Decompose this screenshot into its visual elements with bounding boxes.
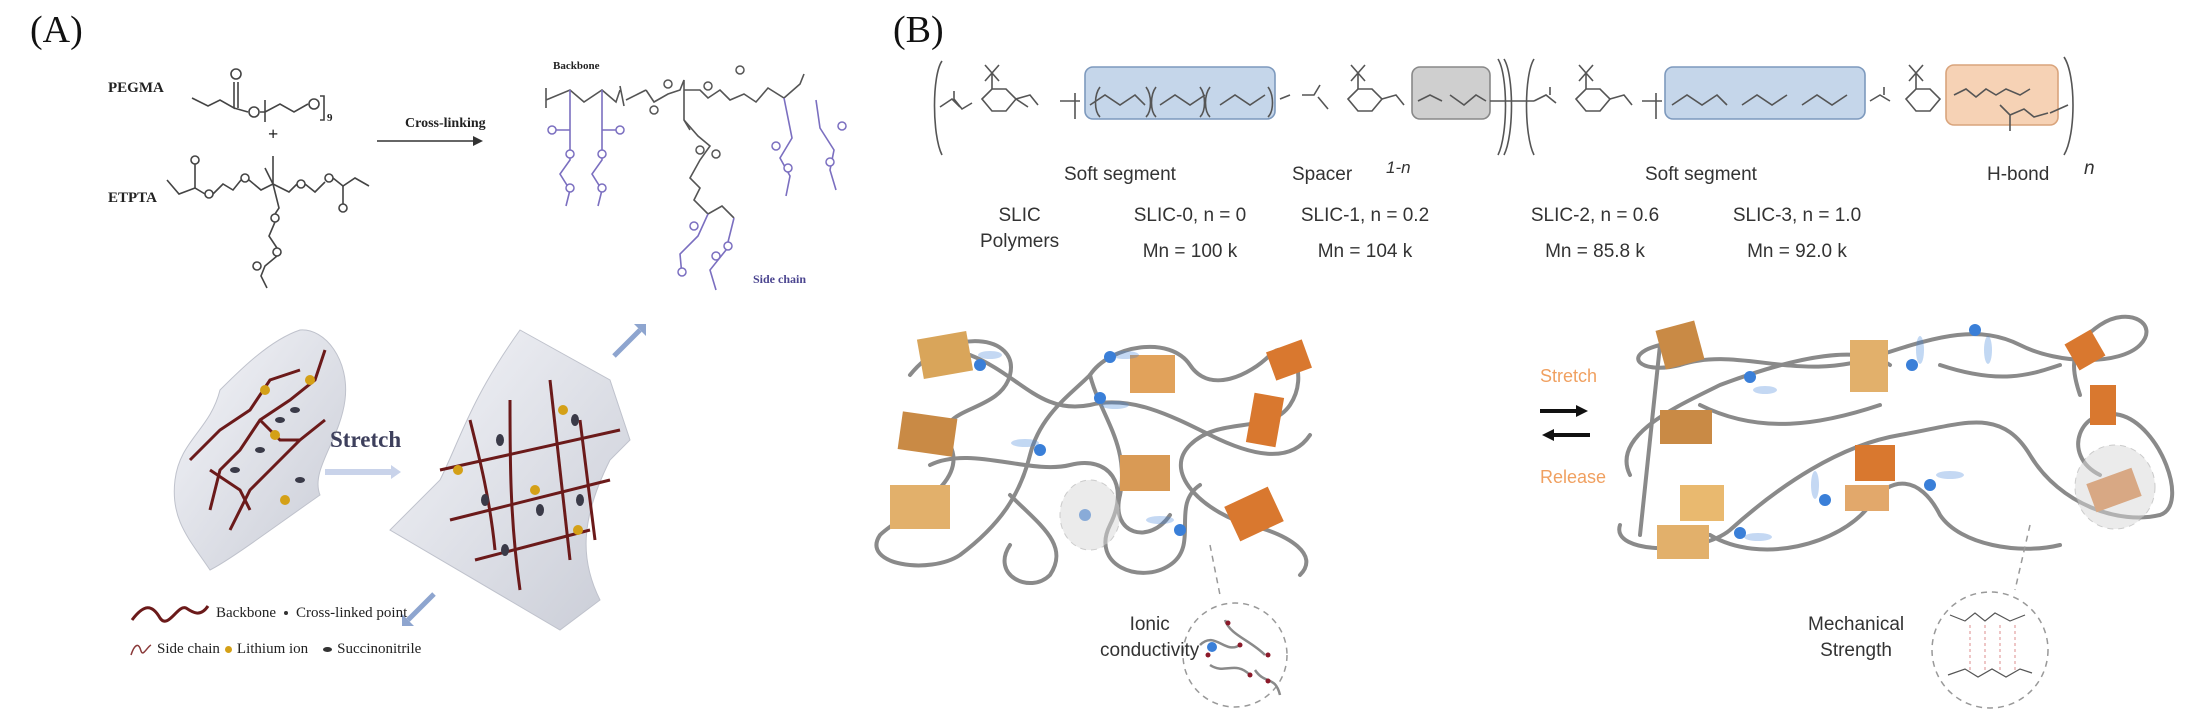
stretched-sheet-illustration xyxy=(389,329,631,631)
legend-lithium-label: Lithium ion xyxy=(236,640,309,657)
mechanical-strength-label: Mechanical Strength xyxy=(1808,612,1904,664)
side-chain-icon xyxy=(130,644,152,656)
unstretched-sheet-illustration xyxy=(173,329,347,571)
variant-slic-0: SLIC-0, n = 0 Mn = 100 k xyxy=(1115,203,1265,265)
stretch-label-a: Stretch xyxy=(330,427,402,452)
release-label: Release xyxy=(1540,467,1607,487)
variant-name: SLIC-3, n = 1.0 xyxy=(1732,205,1862,226)
variant-slic-2: SLIC-2, n = 0.6 Mn = 85.8 k xyxy=(1520,203,1670,265)
etpta-label: ETPTA xyxy=(108,190,157,206)
variant-name: SLIC-2, n = 0.6 xyxy=(1530,205,1660,226)
mechanical-line1: Mechanical xyxy=(1808,614,1905,635)
variant-mn: Mn = 92.0 k xyxy=(1747,241,1847,262)
pull-arrow-down-icon xyxy=(402,592,436,626)
variant-name: SLIC-1, n = 0.2 xyxy=(1300,205,1430,226)
unstretched-network-illustration xyxy=(874,330,1312,586)
etpta-structure xyxy=(166,155,370,289)
legend-crosslink-label: Cross-linked point xyxy=(295,604,408,621)
slic-title-line2: Polymers xyxy=(980,231,1060,252)
h-bond-label: H-bond xyxy=(1987,164,2050,185)
variant-mn: Mn = 85.8 k xyxy=(1545,241,1645,262)
variant-slic-1: SLIC-1, n = 0.2 Mn = 104 k xyxy=(1290,203,1440,265)
ionic-callout-circle xyxy=(1182,544,1288,708)
legend-a: Backbone Cross-linked point Side chain L… xyxy=(130,600,421,662)
repeat-1-minus-n: 1-n xyxy=(1386,158,1411,177)
soft-segment-label-1: Soft segment xyxy=(1064,164,1176,185)
variant-mn: Mn = 100 k xyxy=(1142,241,1238,262)
dot-icon xyxy=(283,611,288,615)
ionic-line2: conductivity xyxy=(1100,640,1200,661)
ionic-conductivity-label: Ionic conductivity xyxy=(1100,612,1199,664)
ionic-line1: Ionic xyxy=(1129,614,1170,635)
repeat-n: n xyxy=(2084,158,2095,179)
stretch-arrow-icon xyxy=(325,465,401,479)
release-left-arrow-icon xyxy=(1542,429,1590,441)
pegma-subscript: 9 xyxy=(327,112,333,124)
legend-succinonitrile-label: Succinonitrile xyxy=(337,640,422,657)
variant-mn: Mn = 104 k xyxy=(1317,241,1413,262)
backbone-wave-icon xyxy=(130,605,210,623)
stretch-right-arrow-icon xyxy=(1540,405,1588,417)
stretched-network-illustration xyxy=(1617,314,2175,559)
succinonitrile-icon xyxy=(323,646,333,652)
pull-arrow-up-icon xyxy=(612,324,646,358)
variant-name: SLIC-0, n = 0 xyxy=(1133,205,1247,226)
crosslinked-polymer-structure xyxy=(545,65,847,291)
mechanical-callout-circle xyxy=(1931,524,2049,709)
cross-linking-label: Cross-linking xyxy=(405,116,486,131)
variant-slic-3: SLIC-3, n = 1.0 Mn = 92.0 k xyxy=(1722,203,1872,265)
soft-segment-label-2: Soft segment xyxy=(1645,164,1757,185)
panel-b-label: (B) xyxy=(893,9,944,51)
pegma-structure xyxy=(191,68,325,122)
slic-chemical-structure xyxy=(933,56,2074,156)
panel-a-label: (A) xyxy=(30,9,83,51)
lithium-ion-icon xyxy=(224,645,232,653)
side-chain-annotation: Side chain xyxy=(753,272,807,286)
slic-title-line1: SLIC xyxy=(998,205,1041,226)
mechanical-line2: Strength xyxy=(1820,640,1892,661)
reaction-arrow-icon xyxy=(377,136,483,146)
pegma-label: PEGMA xyxy=(108,80,164,96)
legend-backbone-label: Backbone xyxy=(216,604,276,621)
crystal-domains-stretched xyxy=(1655,320,2142,559)
slic-polymers-title: SLIC Polymers xyxy=(980,203,1059,255)
legend-side-chain-label: Side chain xyxy=(157,640,220,657)
backbone-annotation: Backbone xyxy=(553,60,600,72)
plus-sign: + xyxy=(268,124,279,144)
crystal-domains xyxy=(890,330,1312,542)
stretch-label-b: Stretch xyxy=(1540,366,1598,386)
legend-row-2: Side chain Lithium ion Succinonitrile xyxy=(130,636,421,662)
spacer-label: Spacer xyxy=(1292,164,1353,185)
legend-row-1: Backbone Cross-linked point xyxy=(130,600,421,626)
